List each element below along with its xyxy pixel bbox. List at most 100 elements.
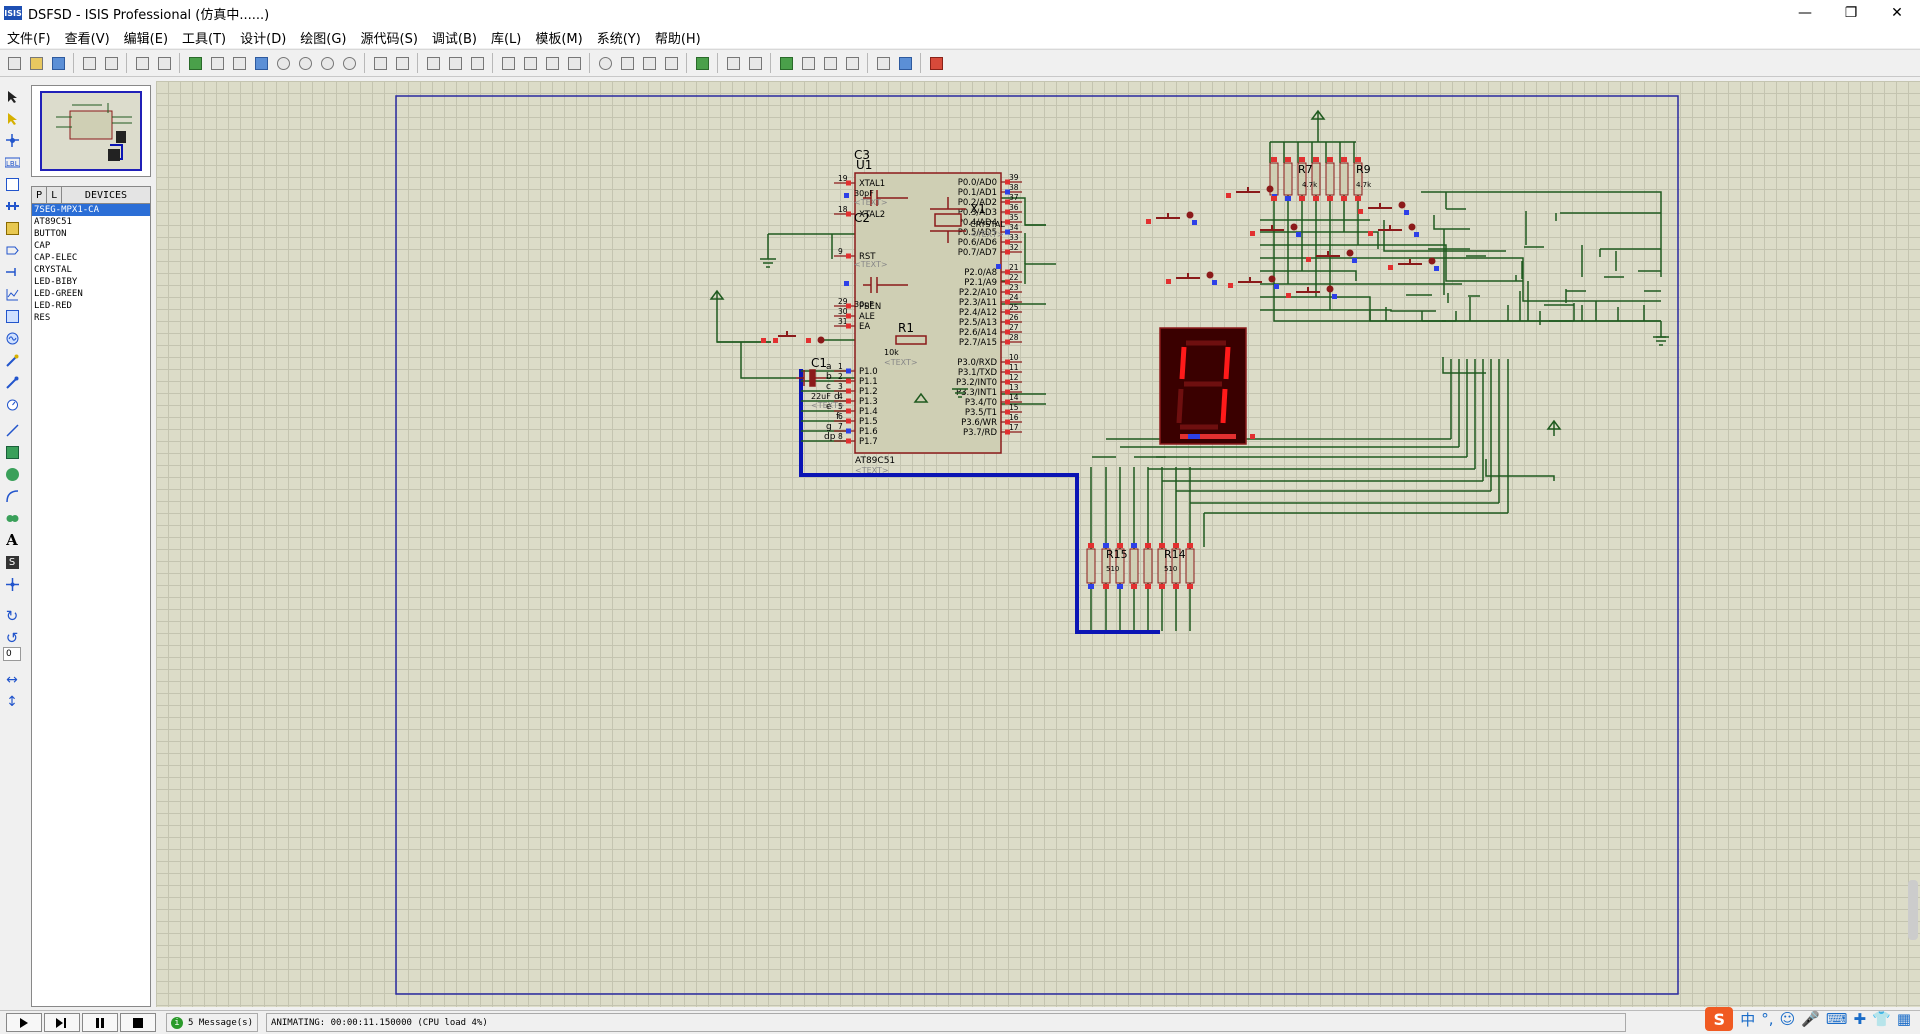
resistor-pack-top[interactable]: R7 R9 4.7k 4.7k (1269, 162, 1372, 196)
component-mode-icon[interactable] (3, 109, 21, 127)
device-item[interactable]: RES (34, 313, 51, 323)
mcu-pin[interactable]: 1P1.0 (834, 362, 878, 377)
toolbox-icon[interactable]: ✚ (1853, 1010, 1867, 1028)
export-section-icon[interactable] (101, 53, 121, 73)
mcu-pin[interactable]: 8P1.7 (834, 432, 878, 447)
device-item[interactable]: AT89C51 (34, 217, 72, 227)
voltage-probe-icon[interactable] (3, 351, 21, 369)
device-item[interactable]: LED-RED (34, 301, 72, 311)
capacitor-c1[interactable]: C1 22uF <TEXT> (796, 356, 845, 410)
menu-file[interactable]: 文件(F) (7, 31, 51, 47)
marker-icon[interactable] (3, 575, 21, 593)
generator-icon[interactable] (3, 329, 21, 347)
pan-icon[interactable] (251, 53, 271, 73)
print-area-icon[interactable] (154, 53, 174, 73)
menu-system[interactable]: 系统(Y) (596, 31, 641, 47)
paste-icon[interactable] (467, 53, 487, 73)
punctuation-icon[interactable]: °, (1761, 1010, 1774, 1028)
property-assign-icon[interactable] (745, 53, 765, 73)
resistor-pack-bottom[interactable]: R15 R14 510 510 (1086, 548, 1195, 584)
menu-edit[interactable]: 编辑(E) (123, 31, 169, 47)
text-icon[interactable]: A (6, 531, 18, 549)
device-item[interactable]: CRYSTAL (34, 265, 72, 275)
make-device-icon[interactable] (617, 53, 637, 73)
device-pins-icon[interactable] (3, 263, 21, 281)
menu-debug[interactable]: 调试(B) (431, 31, 477, 47)
push-button[interactable] (1166, 271, 1217, 286)
device-item[interactable]: CAP-ELEC (34, 253, 78, 263)
remove-sheet-icon[interactable] (798, 53, 818, 73)
circle-draw-icon[interactable] (3, 465, 21, 483)
step-button[interactable] (44, 1013, 80, 1032)
redo-icon[interactable] (392, 53, 412, 73)
ime-mode-icon[interactable]: 中 (1740, 1010, 1756, 1029)
mcu-pin[interactable]: 7P1.6 (834, 422, 878, 437)
cut-icon[interactable] (423, 53, 443, 73)
zoom-all-icon[interactable] (317, 53, 337, 73)
sogou-ime-icon[interactable]: S (1705, 1007, 1734, 1031)
menu-help[interactable]: 帮助(H) (654, 31, 701, 47)
device-item[interactable]: CAP (34, 241, 51, 251)
import-section-icon[interactable] (79, 53, 99, 73)
origin-icon[interactable] (229, 53, 249, 73)
box-draw-icon[interactable] (3, 443, 21, 461)
pause-button[interactable] (82, 1013, 118, 1032)
zoom-in-icon[interactable] (273, 53, 293, 73)
keyboard-icon[interactable]: ⌨ (1825, 1010, 1848, 1028)
device-item[interactable]: LED-BIBY (34, 277, 78, 287)
mirror-vertical-icon[interactable]: ↕ (6, 694, 18, 710)
message-box[interactable]: i 5 Message(s) (166, 1013, 259, 1032)
tape-recorder-icon[interactable] (3, 307, 21, 325)
block-copy-icon[interactable] (498, 53, 518, 73)
resistor-r1[interactable]: R1 10k <TEXT> (884, 321, 927, 367)
terminals-icon[interactable] (3, 241, 21, 259)
current-probe-icon[interactable] (3, 373, 21, 391)
emoji-icon[interactable]: ☺ (1779, 1010, 1796, 1028)
push-button[interactable] (1146, 211, 1197, 226)
refresh-icon[interactable] (185, 53, 205, 73)
menu-template[interactable]: 模板(M) (535, 31, 583, 47)
push-button[interactable] (1306, 249, 1357, 264)
decompose-icon[interactable] (661, 53, 681, 73)
menu-library[interactable]: 库(L) (490, 31, 522, 47)
selection-mode-icon[interactable] (3, 87, 21, 105)
wire-autorouter-icon[interactable] (692, 53, 712, 73)
menu-source[interactable]: 源代码(S) (360, 31, 418, 47)
wire-label-icon[interactable]: LBL (3, 153, 21, 171)
bus-icon[interactable] (3, 197, 21, 215)
pick-device-icon[interactable] (595, 53, 615, 73)
crystal-x1[interactable]: X1 CRYSTAL <TEXT> (930, 197, 1005, 243)
text-script-icon[interactable] (3, 175, 21, 193)
rotate-clockwise-icon[interactable]: ↻ (5, 607, 19, 625)
seven-segment-display[interactable]: 1 (1159, 327, 1255, 445)
push-button[interactable] (1286, 285, 1337, 300)
new-sheet-icon[interactable] (776, 53, 796, 73)
rotation-angle-field[interactable]: 0 (3, 647, 21, 661)
grid-toggle-icon[interactable] (207, 53, 227, 73)
subcircuit-icon[interactable] (3, 219, 21, 237)
save-file-icon[interactable] (48, 53, 68, 73)
device-item[interactable]: 7SEG-MPX1-CA (32, 204, 150, 216)
mcu-pin[interactable]: 5P1.4 (834, 402, 878, 417)
pick-from-library-button[interactable]: P (32, 187, 47, 203)
library-manager-button[interactable]: L (47, 187, 62, 203)
